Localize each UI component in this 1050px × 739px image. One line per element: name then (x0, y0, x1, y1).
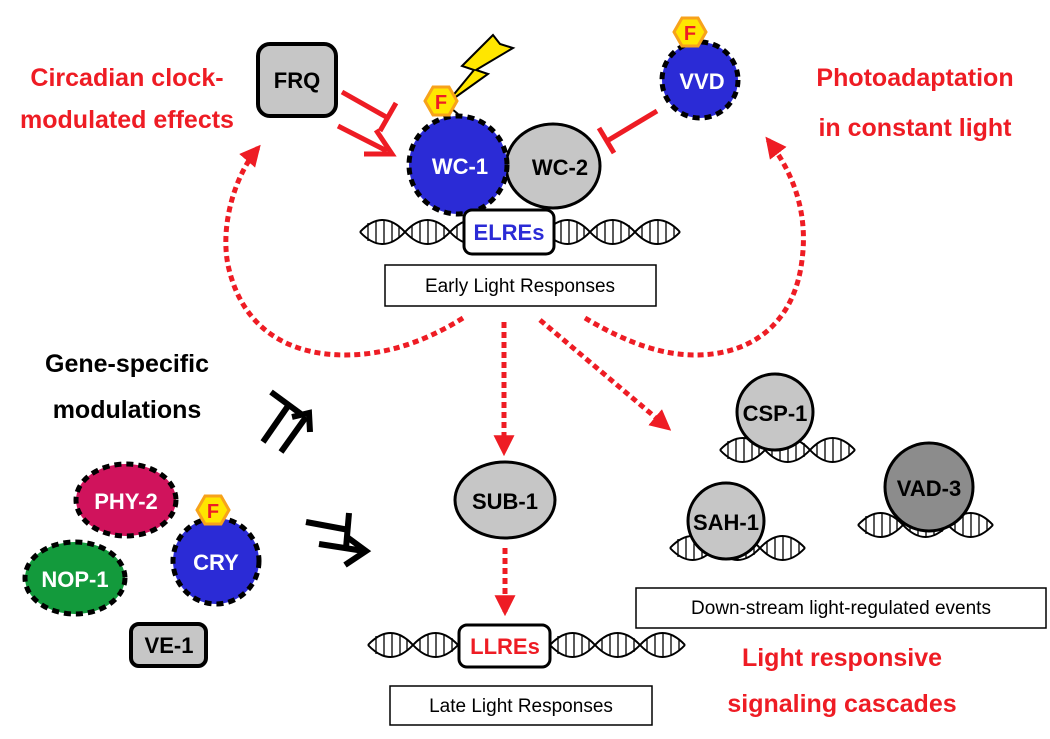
sub1-protein (453, 460, 557, 540)
csp1-protein (735, 372, 815, 452)
flavin-cry: F (195, 494, 231, 526)
wc2-label: WC-2 (532, 155, 588, 180)
cry-inhibit-line (305, 519, 350, 533)
wc1-label: WC-1 (432, 154, 488, 179)
circadian-label-line1: Circadian clock- (30, 64, 223, 92)
phy2-protein (73, 461, 179, 539)
vvd-label: VVD (679, 69, 724, 94)
flavin-wc1-label: F (435, 92, 447, 114)
flavin-cry-label: F (207, 501, 219, 523)
arrow-to-circadian (223, 144, 465, 358)
gene-activate-head (291, 409, 313, 433)
late-responses-label: Late Light Responses (429, 696, 613, 717)
light-bolt-icon (445, 33, 516, 105)
photoadaptation-label-line2: in constant light (818, 114, 1012, 142)
ve1-label: VE-1 (145, 633, 194, 658)
phy2-label: PHY-2 (94, 489, 158, 514)
elres-box (462, 208, 556, 256)
gene-specific-label-line1: Gene-specific (45, 350, 209, 378)
cascades-label-line2: signaling cascades (727, 690, 956, 718)
early-responses-label: Early Light Responses (425, 276, 615, 297)
arrow-to-downstream (538, 318, 672, 431)
gene-activate-line (278, 415, 309, 454)
vvd-inhibit-line (605, 108, 659, 144)
arrow-to-photoadaptation (583, 136, 806, 358)
black-regulation (260, 389, 372, 568)
early-responses-box (384, 264, 657, 307)
downstream-events-label: Down-stream light-regulated events (691, 598, 991, 619)
nop1-label: NOP-1 (41, 567, 108, 592)
vvd-inhibit-bar (596, 126, 617, 155)
llres-box (457, 623, 552, 669)
late-responses-box (389, 685, 653, 726)
circadian-label-line2: modulated effects (20, 106, 234, 134)
vad3-label: VAD-3 (897, 476, 961, 501)
gene-inhibit-line (260, 404, 291, 444)
downstream-events-box (635, 587, 1047, 629)
photoadaptation-label-line1: Photoadaptation (816, 64, 1013, 92)
cry-activate-line (318, 541, 365, 554)
dna-llre-right (549, 632, 686, 658)
elres-label: ELREs (474, 220, 545, 245)
cry-protein (170, 515, 262, 607)
gene-inhibit-bar (269, 389, 303, 417)
sah1-protein (686, 481, 766, 561)
flavin-vvd: F (672, 16, 708, 48)
cry-inhibit-bar (343, 512, 352, 549)
flavin-wc1: F (423, 85, 459, 117)
cry-label: CRY (193, 550, 239, 575)
frq-activate-line (336, 123, 389, 154)
flavin-cry-icon (195, 494, 231, 526)
vad3-protein (883, 441, 975, 533)
gene-specific-label-line2: modulations (53, 396, 202, 424)
ve1-box (129, 622, 208, 668)
frq-label: FRQ (274, 68, 320, 93)
frq-inhibit-line (340, 89, 390, 121)
sah1-label: SAH-1 (693, 510, 759, 535)
flavin-wc1-icon (423, 85, 459, 117)
dotted-arrows (223, 136, 806, 617)
nop1-protein (22, 539, 128, 617)
vvd-regulation (596, 108, 659, 155)
frq-activate-head (364, 128, 397, 157)
vvd-protein (659, 39, 741, 121)
sub1-label: SUB-1 (472, 489, 538, 514)
dna-elre-right (544, 219, 681, 245)
wc1-protein (406, 113, 510, 217)
frq-inhibit-bar (377, 101, 399, 133)
cascades-label-line1: Light responsive (742, 644, 942, 672)
llres-label: LLREs (470, 634, 540, 659)
frq-box (256, 42, 338, 118)
flavin-vvd-label: F (684, 23, 696, 45)
flavin-vvd-icon (672, 16, 708, 48)
frq-regulation (336, 89, 399, 157)
csp1-label: CSP-1 (743, 401, 808, 426)
cry-activate-head (343, 534, 372, 568)
